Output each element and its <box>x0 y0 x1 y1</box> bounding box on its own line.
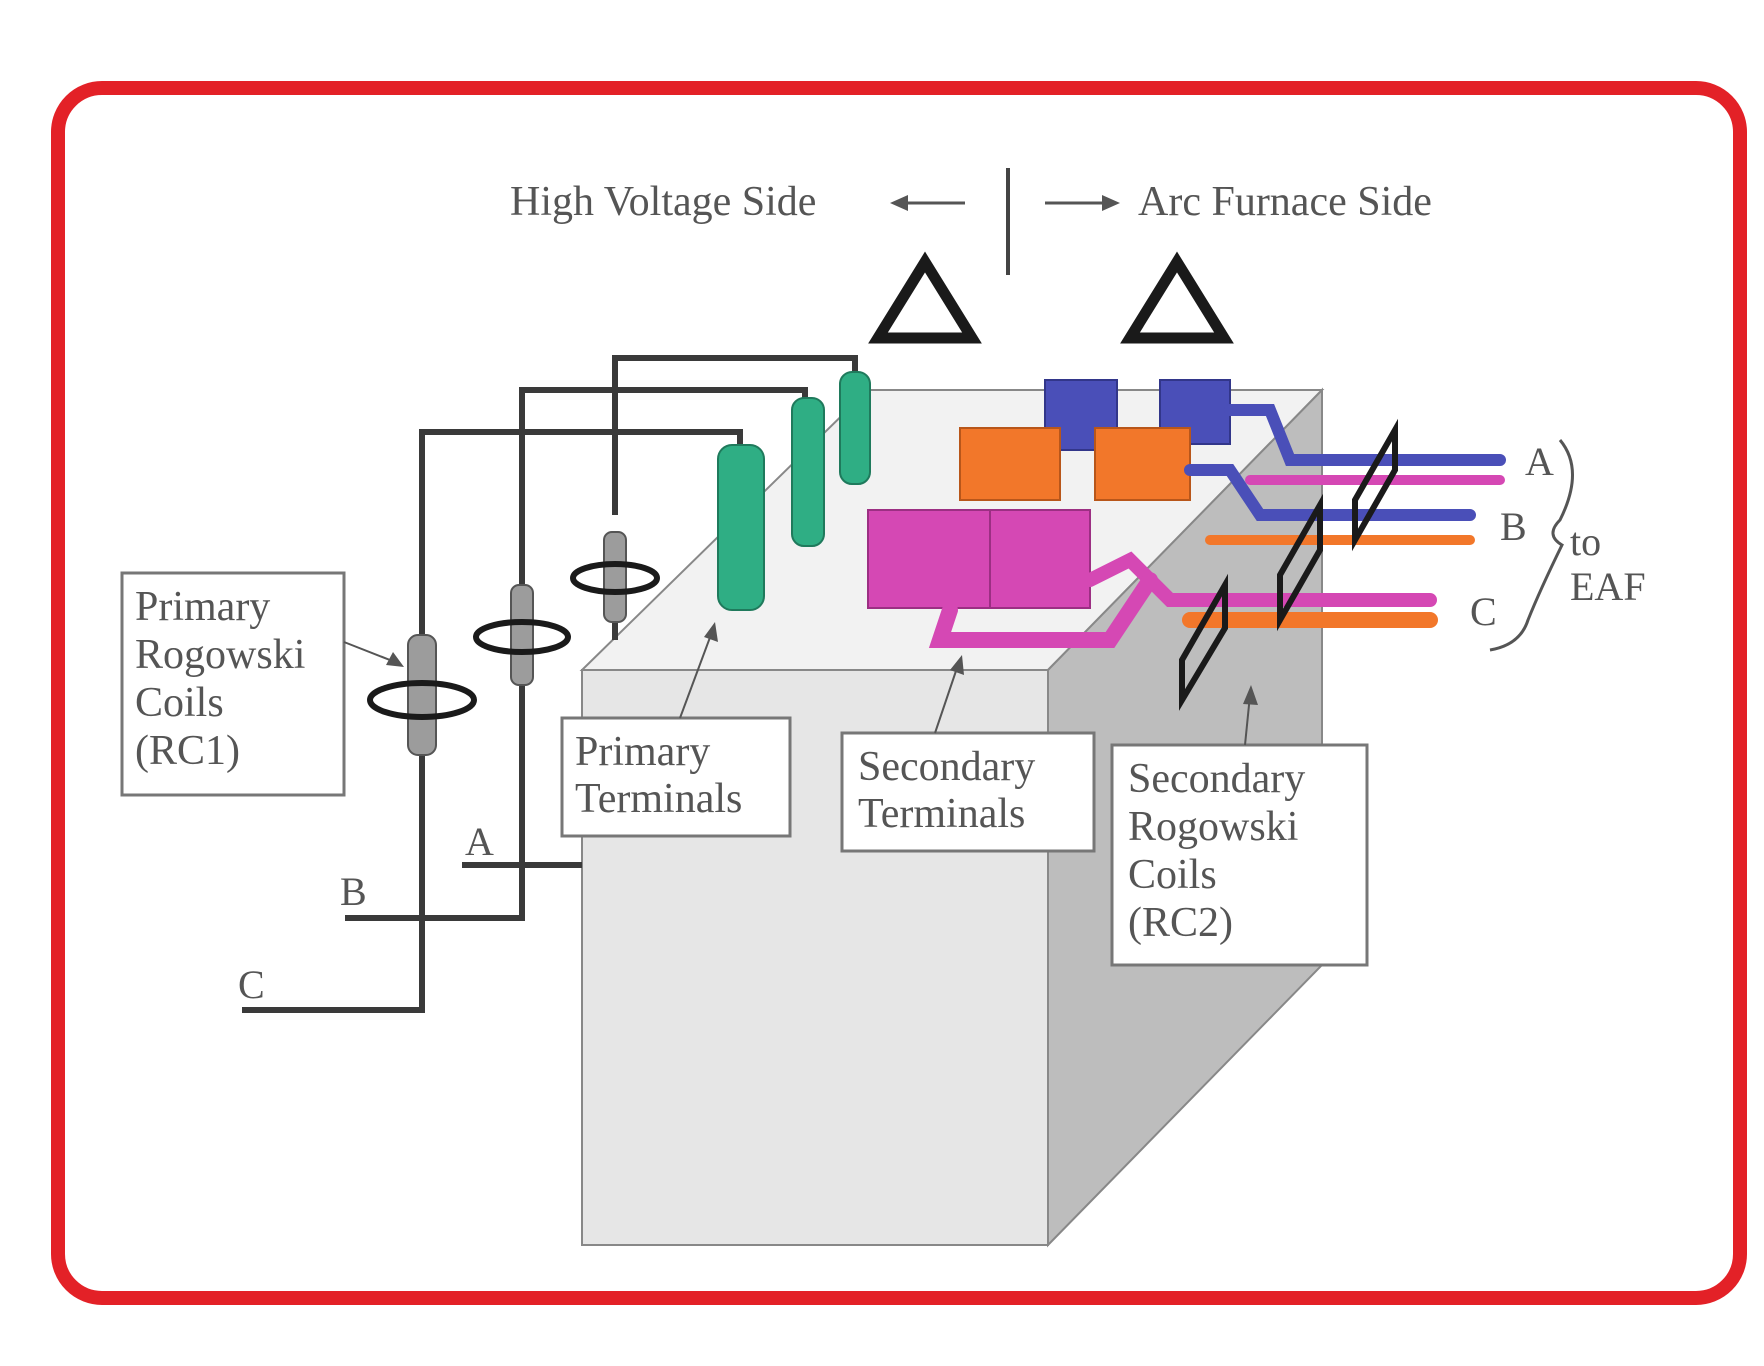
secondary-coils-callout: Secondary Rogowski Coils (RC2) <box>1110 685 1369 967</box>
output-phase-b: B <box>1500 504 1527 549</box>
secondary-orange-block-1 <box>959 427 1061 501</box>
bus-phase-b <box>1184 464 1476 521</box>
svg-text:(RC1): (RC1) <box>135 728 240 774</box>
bus-pink-loop <box>928 572 1158 648</box>
high-voltage-side-label: High Voltage Side <box>510 179 816 225</box>
secondary-bus-bars <box>928 404 1506 648</box>
svg-text:Terminals: Terminals <box>575 776 742 822</box>
output-brace <box>1489 439 1574 652</box>
primary-terminal-c <box>717 444 765 611</box>
secondary-rogowski-coils <box>1179 418 1398 711</box>
svg-text:Secondary: Secondary <box>1128 756 1305 802</box>
output-phase-c: C <box>1470 589 1497 634</box>
input-phase-b: B <box>340 869 367 914</box>
left-arrowhead <box>890 195 908 211</box>
svg-text:Coils: Coils <box>135 680 224 726</box>
primary-coils-callout: Primary Rogowski Coils (RC1) <box>120 571 404 797</box>
primary-feed-wires <box>242 355 858 1013</box>
secondary-orange-block-2 <box>1094 427 1191 501</box>
svg-text:Secondary: Secondary <box>858 744 1035 790</box>
to-eaf-line2: EAF <box>1570 564 1646 609</box>
primary-rogowski-coils <box>367 531 660 756</box>
secondary-pink-block-2 <box>989 509 1091 609</box>
rc2-coil-b <box>1277 493 1323 632</box>
primary-terminal-a <box>839 371 871 485</box>
right-arrowhead <box>1102 195 1120 211</box>
input-phase-c: C <box>238 962 265 1007</box>
svg-text:Coils: Coils <box>1128 852 1217 898</box>
secondary-terminals-callout: Secondary Terminals <box>840 655 1096 853</box>
svg-text:(RC2): (RC2) <box>1128 900 1233 946</box>
svg-text:Rogowski: Rogowski <box>1128 804 1298 850</box>
svg-text:Primary: Primary <box>575 729 710 775</box>
primary-terminals-callout: Primary Terminals <box>560 622 792 838</box>
input-phase-a: A <box>465 819 494 864</box>
secondary-pink-block-1 <box>867 509 997 609</box>
svg-text:Rogowski: Rogowski <box>135 632 305 678</box>
rc1-coil-a <box>570 531 660 623</box>
svg-text:Primary: Primary <box>135 584 270 630</box>
secondary-delta-symbol <box>1120 251 1234 344</box>
rc1-coil-c <box>367 634 477 756</box>
svg-text:Terminals: Terminals <box>858 791 1025 837</box>
primary-delta-symbol <box>868 251 982 344</box>
primary-terminal-b <box>791 397 825 547</box>
output-phase-a: A <box>1525 439 1554 484</box>
secondary-terminals <box>867 379 1231 609</box>
rc1-coil-b <box>473 584 571 686</box>
primary-terminals <box>717 371 871 611</box>
to-eaf-line1: to <box>1570 519 1601 564</box>
rc2-coil-c <box>1179 573 1228 711</box>
arc-furnace-side-label: Arc Furnace Side <box>1138 179 1432 225</box>
rc2-coil-a <box>1352 418 1398 552</box>
